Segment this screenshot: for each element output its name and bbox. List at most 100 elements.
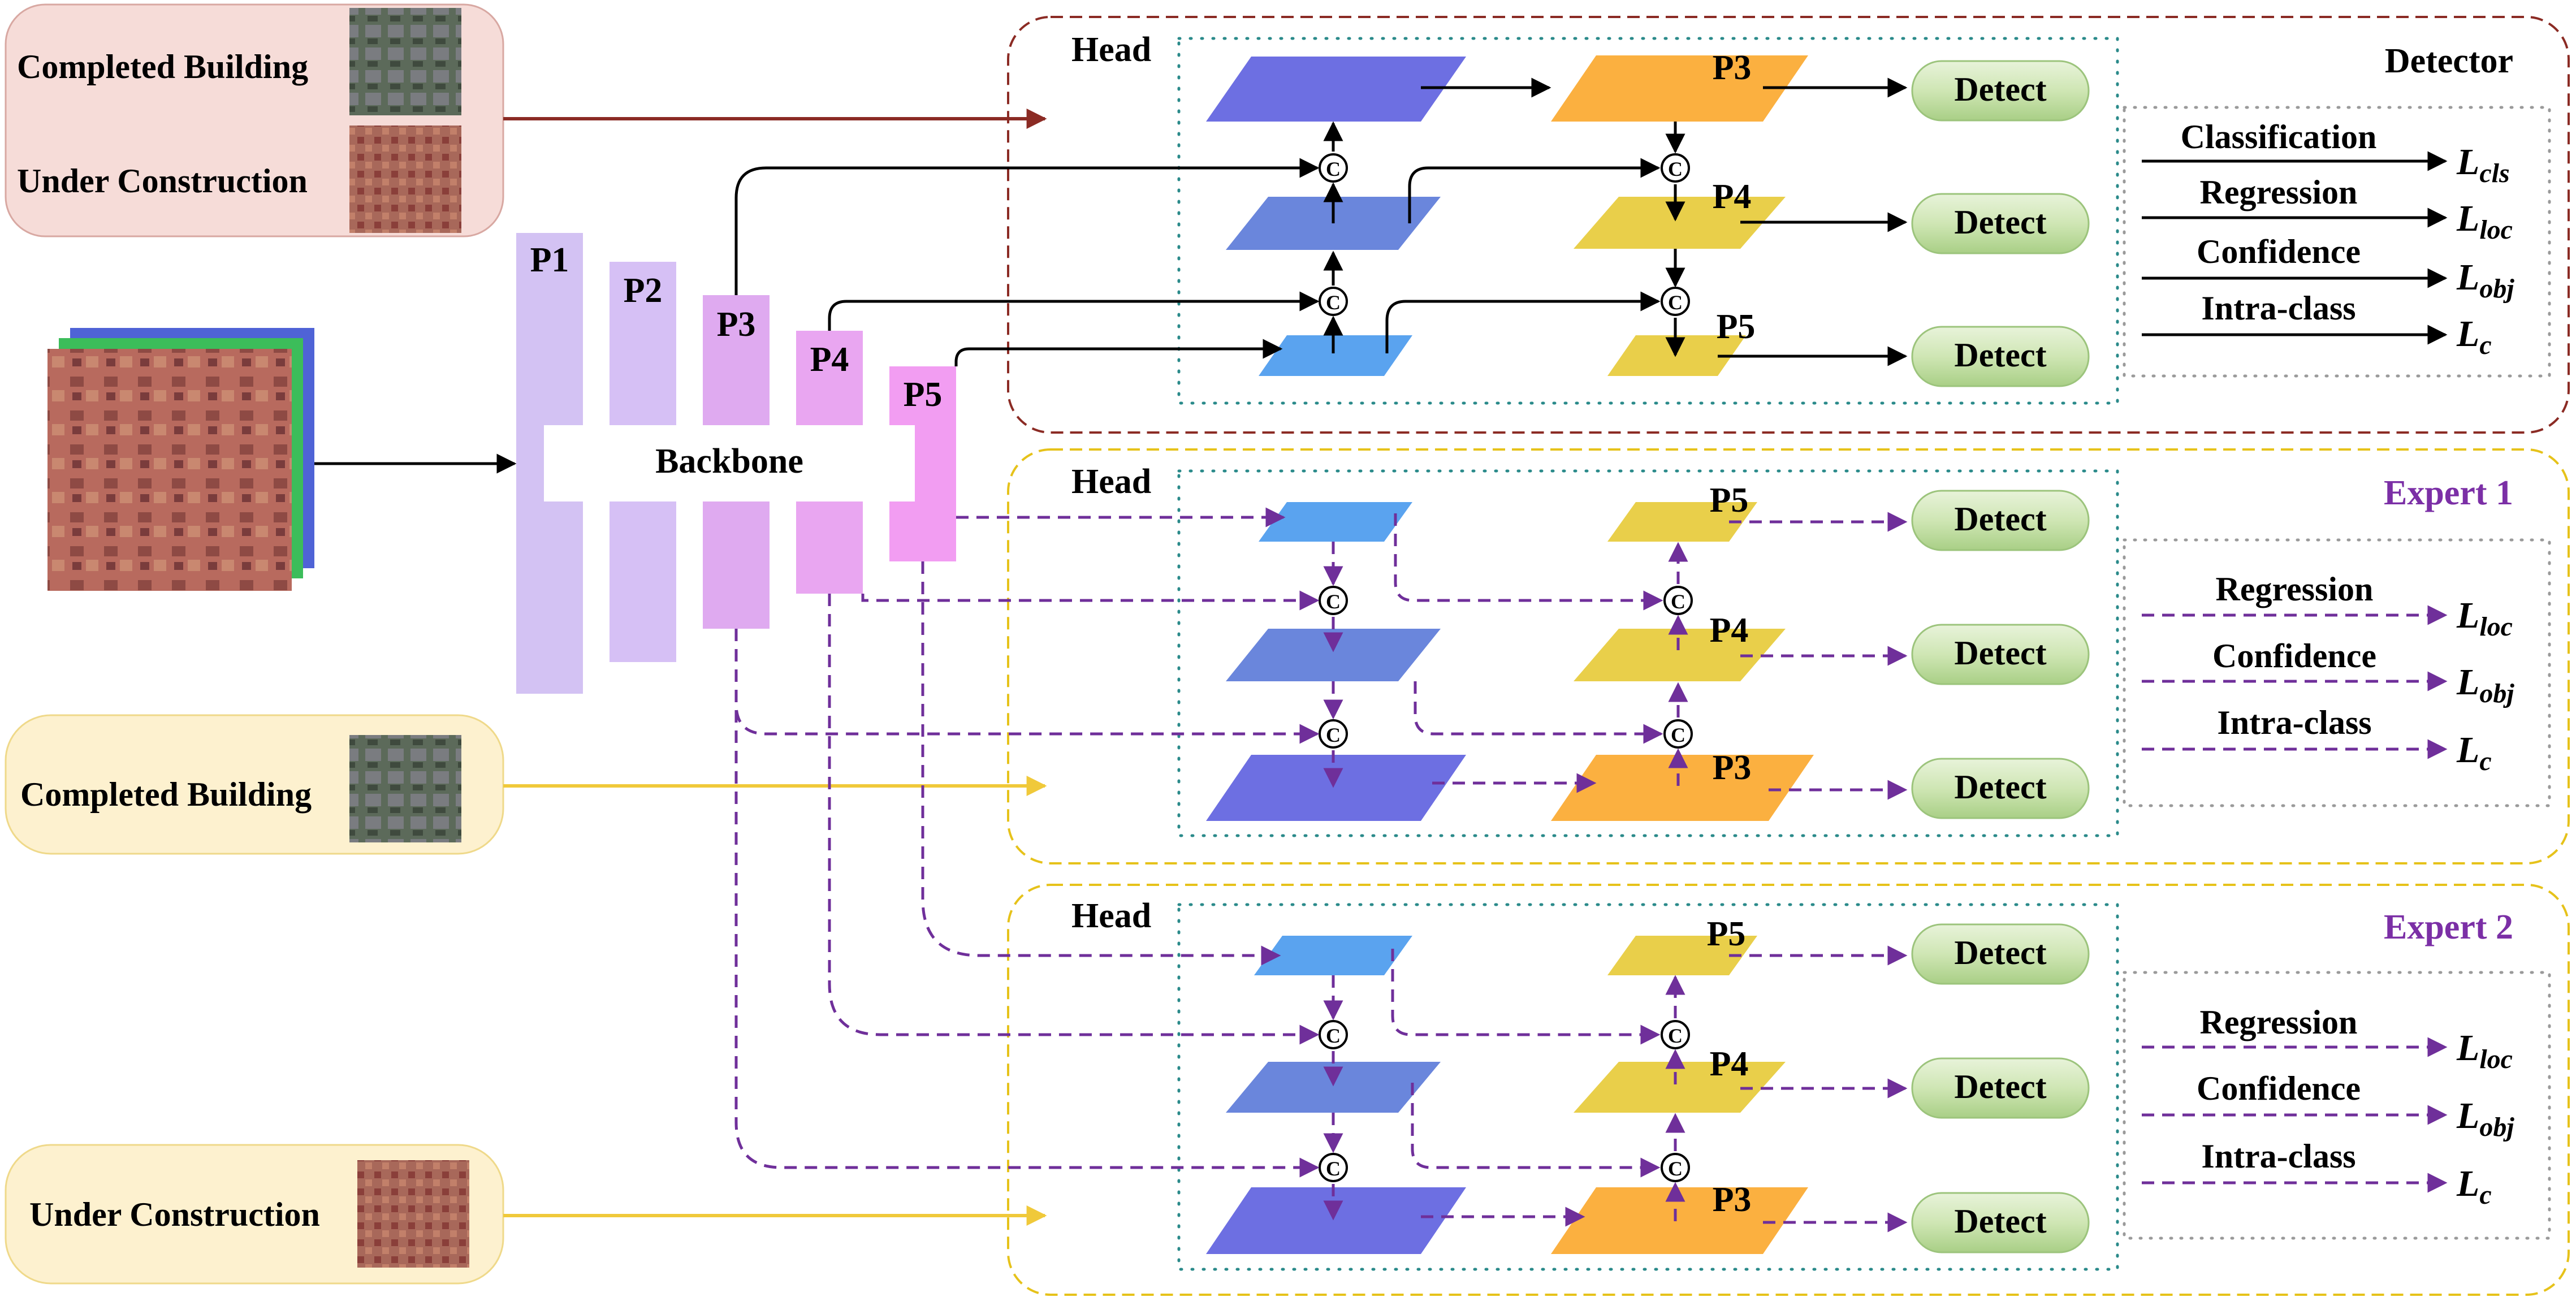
feature-label: P5 [1710,481,1749,520]
concat-node [1661,287,1690,316]
detect-block [1911,1057,2090,1119]
detector-panel: Head Detector P3 P4 P5 C C C C [1007,16,2570,434]
backbone-to-expert1-arrows [734,507,1320,744]
input-box-mid-completed: Completed Building [5,714,504,855]
loss-symbol: Lloc [2456,198,2513,245]
concat-node [1661,1020,1690,1049]
concat-node [1319,153,1348,183]
loss-name: Confidence [2197,233,2361,270]
concat-node [1663,586,1693,615]
feature-map [1254,936,1412,975]
concat-symbol: C [1668,158,1683,180]
concat-node [1319,1020,1348,1049]
feature-map [1551,755,1814,821]
concat-node [1661,1153,1690,1182]
loss-symbol: Lobj [2456,662,2514,708]
loss-name: Intra-class [2201,1138,2355,1175]
loss-symbol: Lc [2456,729,2492,776]
head-label: Head [1071,31,1151,69]
feature-label: P4 [1710,611,1749,650]
expert2-arrows [1323,945,1908,1233]
feature-map [1226,1062,1441,1113]
input-box-top: Completed Building Under Construction [5,3,504,237]
completed-building-thumbnail [349,8,461,115]
concat-node [1663,719,1693,749]
concat-symbol: C [1326,1024,1341,1047]
loss-region [2123,971,2551,1240]
detector-head-region [1177,37,2119,405]
detector-arrows [1323,77,1908,366]
feature-label: P3 [1713,749,1752,787]
concat-symbol: C [1326,590,1341,613]
detect-label: Detect [1954,768,2046,806]
under-construction-thumbnail [349,126,461,233]
feature-label: P5 [1717,308,1756,346]
feature-map [1574,197,1786,249]
detector-title: Detector [2385,42,2513,80]
loss-name: Confidence [2212,637,2376,675]
feature-map [1259,335,1412,376]
label-under-construction: Under Construction [17,162,308,200]
backbone-level-p2: P2 [624,271,663,310]
loss-symbol: Lc [2456,313,2492,360]
under-construction-thumbnail [357,1160,469,1268]
input-box-bottom-under: Under Construction [5,1144,504,1285]
label-completed-building: Completed Building [17,48,308,85]
head-label: Head [1071,897,1151,935]
input-image-stack [47,328,314,591]
loss-symbol: Lloc [2456,1027,2513,1074]
loss-region [2123,538,2551,807]
loss-name: Regression [2200,1004,2358,1041]
loss-symbol: Lobj [2456,257,2514,304]
concat-symbol: C [1668,1024,1683,1047]
label-under-construction: Under Construction [29,1196,320,1233]
backbone-level-p1: P1 [530,241,569,279]
head-label: Head [1071,462,1151,501]
concat-symbol: C [1326,724,1341,746]
expert1-panel: Head Expert 1 P5 P4 P3 C C C C [1007,448,2570,864]
feature-map [1206,755,1466,821]
concat-node [1319,586,1348,615]
expert2-title: Expert 2 [2384,908,2513,946]
backbone-to-expert2-arrows [734,561,1320,1178]
completed-building-thumbnail [349,735,461,842]
loss-arrows [2142,151,2448,345]
feature-map [1226,629,1441,681]
loss-name: Intra-class [2217,704,2371,741]
detect-label: Detect [1954,336,2046,374]
concat-node [1319,1153,1348,1182]
detect-label: Detect [1954,204,2046,241]
feature-label: P4 [1713,178,1752,216]
feature-map [1574,629,1786,681]
concat-symbol: C [1326,158,1341,180]
loss-name: Regression [2200,174,2358,211]
feature-map [1551,55,1808,122]
concat-symbol: C [1326,291,1341,314]
detect-block [1911,326,2090,387]
detect-label: Detect [1954,1203,2046,1240]
detect-label: Detect [1954,71,2046,108]
feature-label: P5 [1707,915,1746,953]
backbone-level-p4: P4 [810,340,849,379]
loss-arrows [2142,1037,2448,1193]
detect-label: Detect [1954,500,2046,538]
concat-symbol: C [1668,291,1683,314]
concat-node [1661,153,1690,183]
backbone: Backbone P1 P2 P3 P4 P5 [516,233,956,694]
feature-map [1206,57,1466,122]
expert1-arrows [1323,512,1908,800]
loss-symbol: Lobj [2456,1095,2514,1142]
feature-map [1607,936,1757,975]
concat-node [1319,287,1348,316]
feature-label: P3 [1713,1181,1752,1219]
detect-block [1911,624,2090,685]
backbone-level-p5: P5 [904,375,943,414]
detect-block [1911,923,2090,985]
feature-label: P4 [1710,1045,1749,1083]
expert2-panel: Head Expert 2 P5 P4 P3 C C C C [1007,884,2570,1296]
detect-block [1911,60,2090,122]
detect-block [1911,1192,2090,1253]
loss-arrows [2142,605,2448,759]
feature-map [1574,1062,1786,1113]
